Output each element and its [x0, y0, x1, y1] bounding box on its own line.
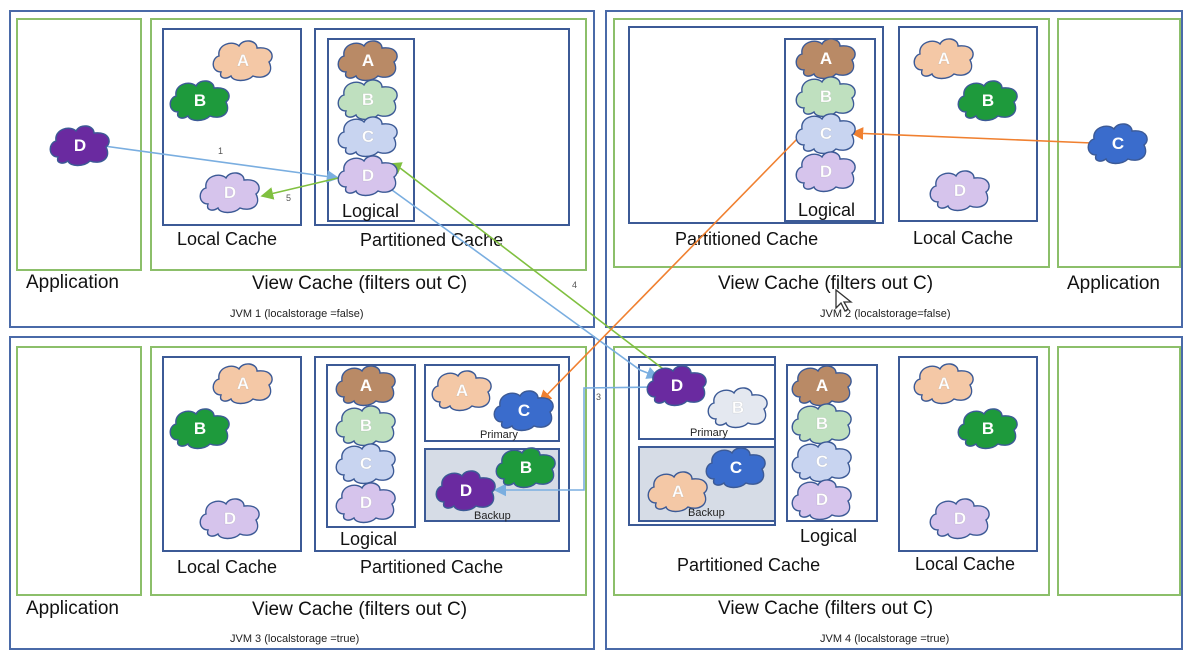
jvm3-logical-label: Logical: [340, 529, 398, 549]
mouse-cursor-icon: [835, 288, 853, 312]
jvm3-local-cache-box: [162, 356, 302, 552]
jvm4-logical-label: Logical: [800, 526, 858, 546]
jvm4-backup-label: Backup: [688, 507, 725, 519]
jvm1-view-cache-label: View Cache (filters out C): [252, 273, 468, 294]
jvm2-local-cache-label: Local Cache: [913, 228, 1014, 248]
jvm1-local-cache-label: Local Cache: [177, 229, 278, 249]
jvm3-label: JVM 3 (localstorage =true): [230, 633, 360, 645]
jvm3-frame: [9, 336, 595, 650]
jvm3-local-cache-label: Local Cache: [177, 557, 278, 577]
jvm1-label: JVM 1 (localstorage =false): [230, 308, 364, 320]
jvm4-label: JVM 4 (localstorage =true): [820, 633, 950, 645]
jvm2-view-cache-label: View Cache (filters out C): [718, 273, 934, 294]
jvm3-partitioned-cache-label: Partitioned Cache: [360, 557, 504, 577]
jvm1-partitioned-cache-label: Partitioned Cache: [360, 230, 504, 250]
jvm1-application-panel: [16, 18, 142, 271]
step-4-label: 4: [572, 280, 578, 290]
jvm3-application-label: Application: [26, 598, 119, 619]
jvm3-primary-label: Primary: [480, 429, 518, 441]
jvm2-local-cache-box: [898, 26, 1038, 222]
jvm4-view-cache-label: View Cache (filters out C): [718, 598, 934, 619]
jvm4-logical-box: [786, 364, 878, 522]
jvm2-label: JVM 2 (localstorage=false): [820, 308, 951, 320]
jvm2-logical-label: Logical: [798, 200, 856, 220]
jvm1-logical-label: Logical: [342, 201, 400, 221]
jvm2-application-label: Application: [1067, 273, 1160, 294]
jvm4-local-cache-label: Local Cache: [915, 554, 1016, 574]
jvm3-application-panel: [16, 346, 142, 596]
jvm1-application-label: Application: [26, 272, 119, 293]
jvm4-application-panel: [1057, 346, 1181, 596]
jvm3-backup-label: Backup: [474, 510, 511, 522]
step-3-label: 3: [596, 392, 602, 402]
jvm1-logical-box: [327, 38, 415, 222]
step-1-label: 1: [218, 146, 224, 156]
jvm2-logical-box: [784, 38, 876, 222]
jvm4-frame: [605, 336, 1183, 650]
jvm4-primary-label: Primary: [690, 427, 728, 439]
step-5-label: 5: [286, 193, 292, 203]
jvm2-partitioned-cache-label: Partitioned Cache: [675, 229, 819, 249]
jvm4-local-cache-box: [898, 356, 1038, 552]
jvm2-application-panel: [1057, 18, 1181, 268]
jvm3-view-cache-label: View Cache (filters out C): [252, 599, 468, 620]
jvm4-partitioned-cache-label: Partitioned Cache: [677, 555, 821, 575]
jvm1-local-cache-box: [162, 28, 302, 226]
jvm3-logical-box: [326, 364, 416, 528]
